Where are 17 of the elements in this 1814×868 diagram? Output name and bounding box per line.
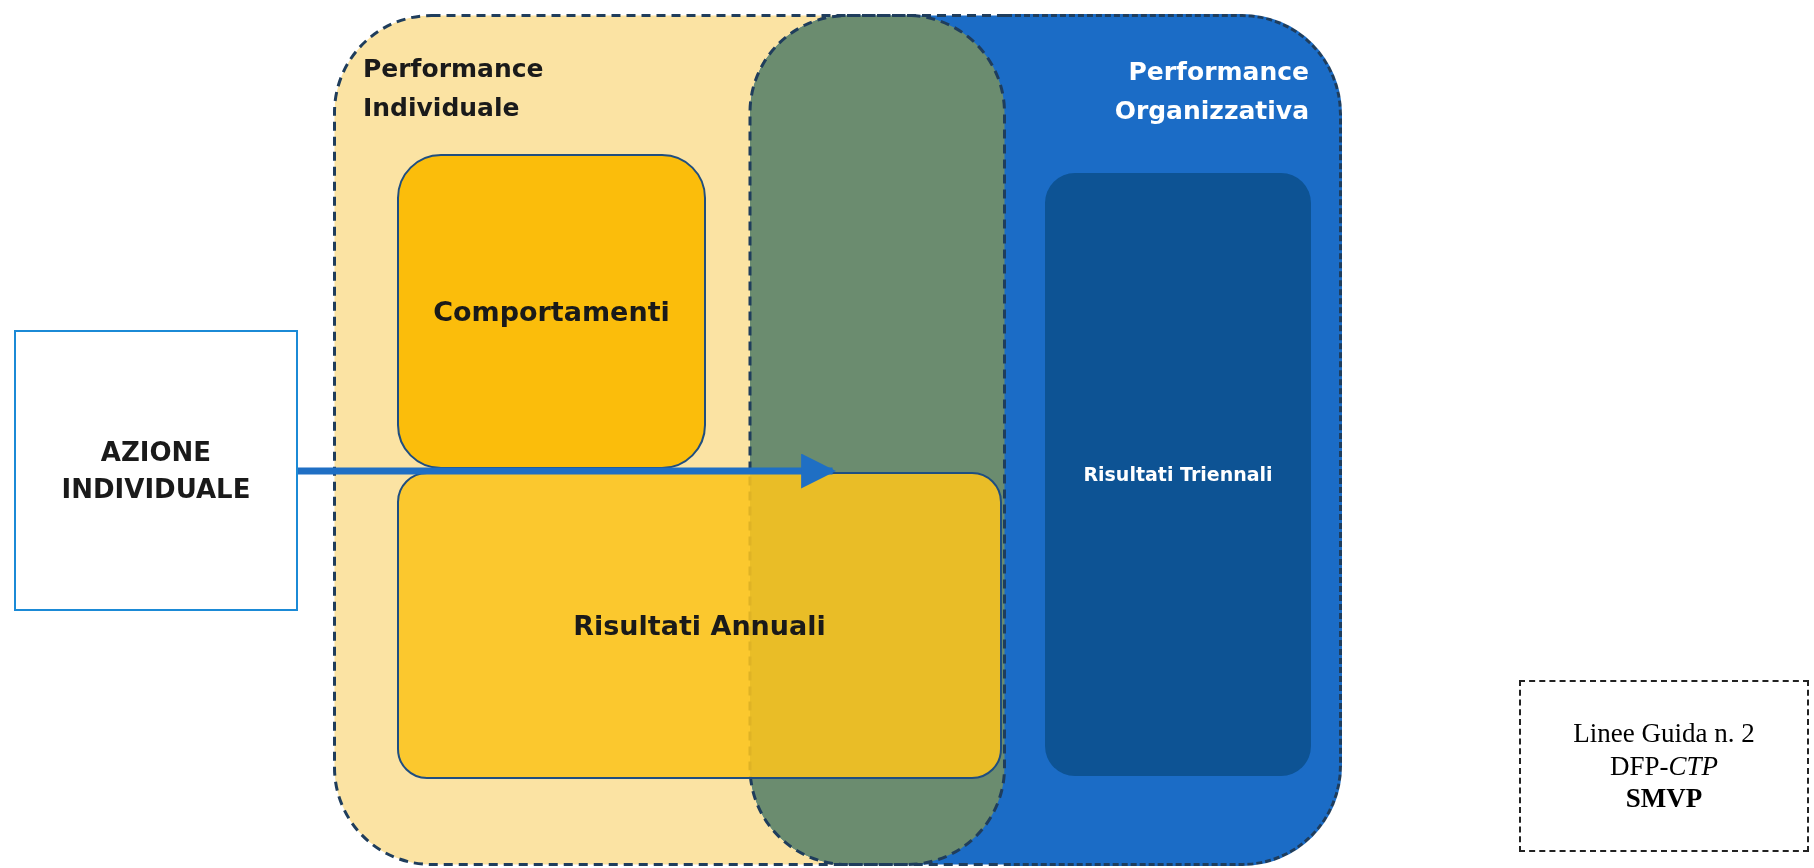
text-box	[14, 330, 298, 611]
box-label: Risultati Annuali	[572, 608, 827, 643]
scroll-note	[1519, 680, 1809, 852]
note-text: DFP-CTP	[1609, 749, 1719, 783]
region-heading: Performance Organizzativa	[1113, 56, 1309, 127]
box-label: AZIONE INDIVIDUALE	[60, 436, 252, 506]
rounded-box	[397, 154, 706, 469]
note-text: SMVP	[1625, 782, 1703, 815]
box-label: Risultati Triennali	[1082, 462, 1274, 488]
rounded-box	[1045, 173, 1311, 776]
box-label: Comportamenti	[432, 294, 671, 329]
arrow	[298, 453, 837, 489]
rounded-box	[397, 472, 1002, 779]
dashed-region	[1006, 14, 1342, 866]
note-text: Linee Guida n. 2	[1573, 717, 1755, 750]
dashed-region	[333, 14, 1006, 866]
region-heading: Performance Individuale	[363, 53, 545, 124]
